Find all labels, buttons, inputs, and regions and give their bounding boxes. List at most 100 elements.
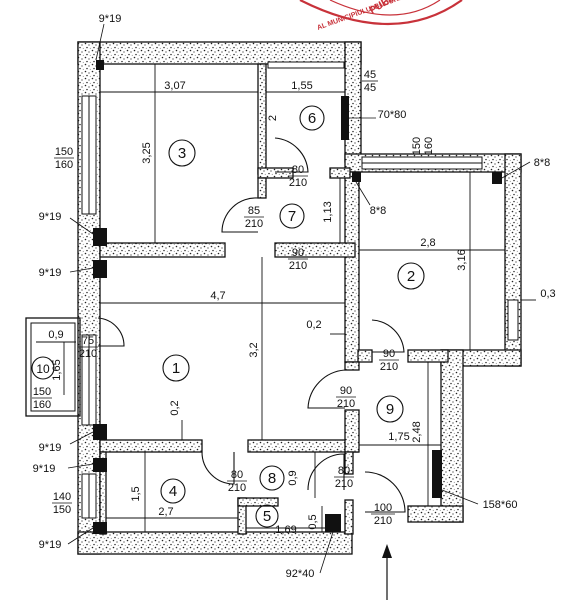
label-8x8-b: 8*8 <box>534 157 551 169</box>
door-r8b <box>307 453 345 491</box>
room-circle-2 <box>397 262 425 290</box>
columns <box>93 60 502 534</box>
door-entry <box>364 471 406 513</box>
room-circle-6 <box>299 105 325 131</box>
column-r1-bottom <box>93 424 107 440</box>
dim-r9-h: 2,48 <box>411 421 423 442</box>
wall-r9-top-b <box>407 349 449 363</box>
column-158x60 <box>432 450 442 498</box>
wall-r8-right-b <box>344 499 354 535</box>
room-circle-1 <box>162 354 190 382</box>
label-door-r6-b: 210 <box>289 177 307 189</box>
room-circle-3 <box>168 139 196 167</box>
dim-r4-w: 2,7 <box>158 506 173 518</box>
label-win-r3-a: 150 <box>55 146 73 158</box>
wall-top <box>77 41 362 65</box>
wall-r6-bottom-b <box>329 167 351 179</box>
wall-r1-r2 <box>344 171 360 363</box>
stamp-subtext: AL MUNICIPIULUI BUCUREŞTI <box>316 0 414 32</box>
window-r6 <box>267 61 345 69</box>
door-r7 <box>221 197 259 233</box>
leader-col-d <box>67 463 94 469</box>
dim-r2-h: 3,16 <box>456 249 468 270</box>
room-number-4: 4 <box>169 483 177 500</box>
label-door-r8b-b: 210 <box>335 478 353 490</box>
label-door-r7-b: 210 <box>245 218 263 230</box>
dim-r1-h: 3,2 <box>248 342 260 357</box>
wall-r9-top <box>357 349 373 363</box>
balcony-frame <box>25 317 81 417</box>
column-r4-top <box>93 458 107 472</box>
label-door-r8a-a: 80 <box>231 469 243 481</box>
room-circle-10 <box>31 356 55 380</box>
entrance-arrow <box>382 544 392 600</box>
wall-r7-bottom <box>274 242 356 258</box>
dim-r5-h: 0,5 <box>307 514 319 529</box>
wall-r9-left-b <box>344 409 360 453</box>
label-door-r10-b: 210 <box>79 348 97 360</box>
label-door-r7b-a: 90 <box>292 247 304 259</box>
wall-r1-bottom <box>99 439 203 453</box>
column-r3 <box>93 228 107 246</box>
room-circle-8 <box>259 465 285 491</box>
dim-r3-w: 3,07 <box>164 80 185 92</box>
room-circle-5 <box>255 504 279 528</box>
label-door-r7-a: 85 <box>248 205 260 217</box>
vent-r6 <box>341 96 349 140</box>
doors <box>97 137 406 513</box>
room-number-8: 8 <box>268 470 276 487</box>
label-win-r1-a: 150 <box>33 386 51 398</box>
door-r8a <box>201 451 235 485</box>
dim-wall-02b: 0,2 <box>306 319 321 331</box>
label-col-c: 9*19 <box>39 442 62 454</box>
dim-r9-w: 1,75 <box>388 431 409 443</box>
room-number-3: 3 <box>178 145 186 162</box>
windows <box>81 61 519 519</box>
dim-r6-w: 1,55 <box>291 80 312 92</box>
door-r9 <box>307 369 346 409</box>
label-win-r4-a: 140 <box>53 491 71 503</box>
leader-col-b <box>69 267 94 273</box>
wall-bottom <box>77 531 353 555</box>
leaders <box>67 23 531 574</box>
label-door-entry-a: 100 <box>374 502 392 514</box>
dim-r4-h: 1,5 <box>130 486 142 501</box>
leader-top-left <box>95 23 105 61</box>
wall-r9-bottom <box>407 505 464 523</box>
label-door-r10-a: 75 <box>82 335 94 347</box>
door-r2 <box>371 319 405 353</box>
wall-r5-top <box>237 497 279 507</box>
wall-r8-right <box>344 451 354 475</box>
label-door-r8a-b: 210 <box>228 482 246 494</box>
room-number-1: 1 <box>172 360 180 377</box>
label-door-r2-a: 90 <box>383 348 395 360</box>
dim-r8-h: 0,9 <box>287 470 299 485</box>
room-circle-9 <box>376 395 404 423</box>
dim-r7-h: 1,13 <box>322 201 334 222</box>
leader-col-e <box>67 527 94 545</box>
dim-r10-w: 0,9 <box>48 329 63 341</box>
label-door-r6-a: 80 <box>292 164 304 176</box>
dim-r6-h: 2 <box>267 115 279 121</box>
label-door-r9-b: 210 <box>337 398 355 410</box>
label-158x60: 158*60 <box>483 499 518 511</box>
room-number-2: 2 <box>407 268 415 285</box>
label-8x8-a: 8*8 <box>370 205 387 217</box>
dim-ext-03: 0,3 <box>540 288 555 300</box>
stamp: PUBLICITATE IMOBILIARĂ AL MUNICIPIULUI B… <box>299 0 481 32</box>
label-door-r9-a: 90 <box>340 385 352 397</box>
column-8x8-b <box>492 172 502 184</box>
label-vent: 70*80 <box>378 109 407 121</box>
column-r4-bottom <box>93 522 107 534</box>
column-top-left <box>96 60 104 70</box>
opening-labels: 9*19 150 160 9*19 9*19 45 45 70*80 150 1… <box>32 13 550 580</box>
room-number-7: 7 <box>288 208 296 225</box>
wall-r3-r6 <box>257 63 267 175</box>
dimension-lines <box>36 64 536 532</box>
label-col-d: 9*19 <box>33 463 56 475</box>
wall-r1-bottom-b <box>247 439 359 453</box>
dim-wall-02a: 0,2 <box>169 400 181 415</box>
room-number-5: 5 <box>263 508 271 525</box>
leader-158x60 <box>441 489 479 505</box>
